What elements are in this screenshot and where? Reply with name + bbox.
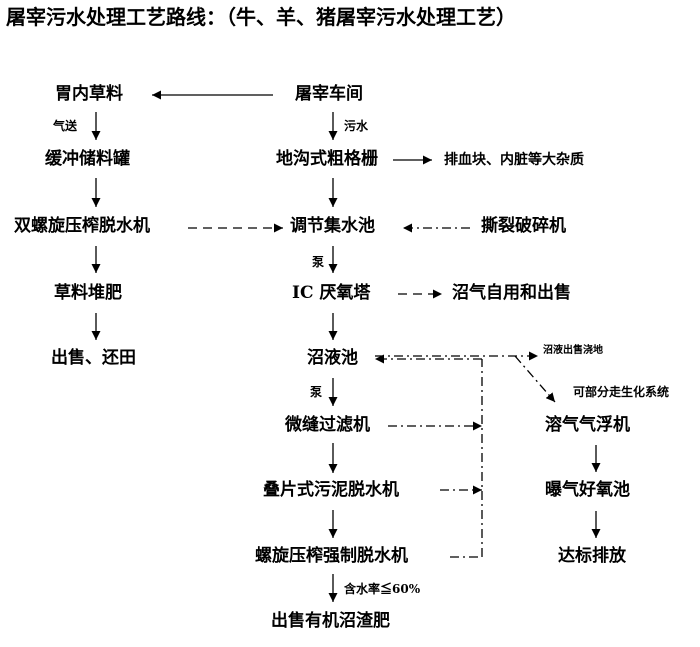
node-sold-returned: 出售、还田 [51, 348, 136, 368]
node-aeration-pool: 曝气好氧池 [545, 480, 630, 500]
label-water-content: 含水率≦60% [344, 582, 421, 596]
node-micro-filter: 微缝过滤机 [285, 415, 370, 435]
node-discharge: 达标排放 [558, 546, 626, 566]
label-slurry-sale: 沼液出售浇地 [543, 345, 603, 356]
page-title: 屠宰污水处理工艺路线：（牛、羊、猪屠宰污水处理工艺） [6, 5, 516, 29]
node-dissolved-air-flotation: 溶气气浮机 [545, 415, 630, 435]
node-grass-compost: 草料堆肥 [54, 283, 122, 303]
node-twin-screw-press: 双螺旋压榨脱水机 [14, 216, 150, 236]
node-stack-dewater: 叠片式污泥脱水机 [263, 480, 399, 500]
dashdot-slurry-to-flotation [514, 355, 556, 403]
node-biogas-use: 沼气自用和出售 [452, 283, 571, 303]
label-sewage: 污水 [344, 119, 369, 133]
node-slaughter-workshop: 屠宰车间 [295, 84, 363, 104]
node-screw-forced-dewater: 螺旋压榨强制脱水机 [255, 546, 408, 566]
label-pump-2: 泵 [310, 385, 323, 399]
node-trench-grille: 地沟式粗格栅 [276, 149, 378, 169]
node-biogas-slurry-pool: 沼液池 [307, 348, 358, 368]
node-ic-tower: IC 厌氧塔 [292, 283, 371, 303]
label-bio-system: 可部分走生化系统 [573, 385, 670, 399]
label-pump-1: 泵 [312, 255, 325, 269]
node-tear-crusher: 撕裂破碎机 [481, 216, 566, 236]
node-regulating-pool: 调节集水池 [290, 216, 375, 236]
node-stomach-grass: 胃内草料 [55, 84, 123, 104]
node-organic-fertilizer: 出售有机沼渣肥 [271, 611, 390, 631]
node-blood-impurities: 排血块、内脏等大杂质 [444, 152, 584, 168]
node-buffer-tank: 缓冲储料罐 [45, 149, 130, 169]
label-pneumatic: 气送 [53, 119, 78, 133]
